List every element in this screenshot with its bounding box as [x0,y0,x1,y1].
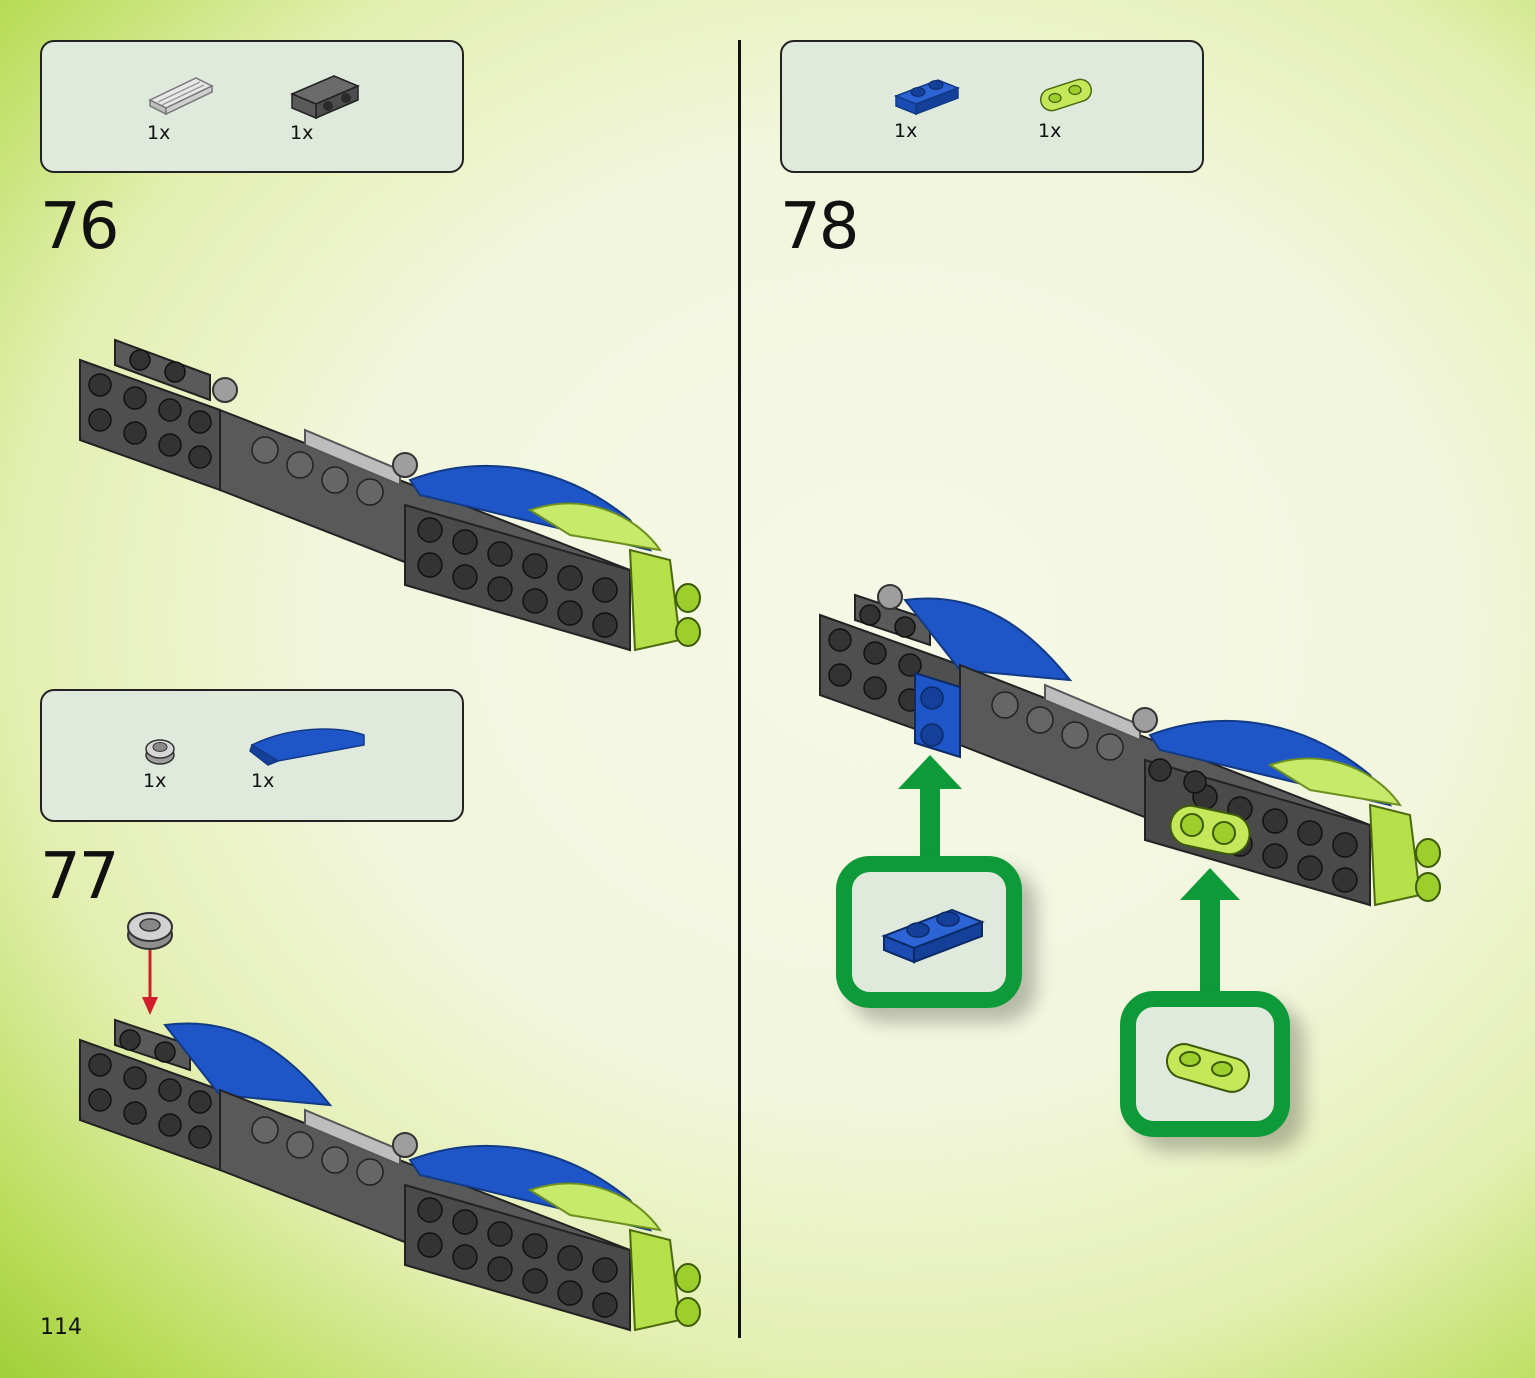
part-qty: 1x [290,122,314,144]
lime-1x2-rounded-plate-icon [1039,78,1093,112]
blue-curved-slope-icon [249,728,365,766]
step-number: 77 [40,840,119,914]
lime-plate-added [1169,804,1251,856]
model-step-78 [819,584,1441,907]
page-number: 114 [40,1315,82,1340]
blue-1x2-plate-icon [881,908,985,964]
part-qty: 1x [147,122,171,144]
part-qty: 1x [143,770,167,792]
parts-box-step-77: 1x 1x [40,689,464,822]
light-grey-round-plate-icon [145,739,175,765]
part-qty: 1x [1038,120,1062,142]
callout-blue-plate [836,856,1022,1008]
step-number: 76 [40,190,119,264]
light-grey-grille-tile-icon [148,77,214,116]
up-arrow-lime-callout [1180,868,1240,998]
callout-lime-plate [1120,991,1290,1137]
part-qty: 1x [894,120,918,142]
column-divider [738,40,741,1338]
dark-grey-bracket-plate-icon [290,75,360,120]
blue-1x2-plate-icon [893,79,961,116]
model-step-76 [79,338,701,652]
parts-box-step-78: 1x 1x [780,40,1204,173]
parts-box-step-76: 1x 1x [40,40,464,173]
lime-1x2-rounded-plate-icon [1165,1043,1251,1093]
blue-plate-added [914,671,961,759]
up-arrow-blue-callout [898,755,962,870]
model-step-77 [79,912,701,1332]
step-number: 78 [780,190,859,264]
part-qty: 1x [251,770,275,792]
